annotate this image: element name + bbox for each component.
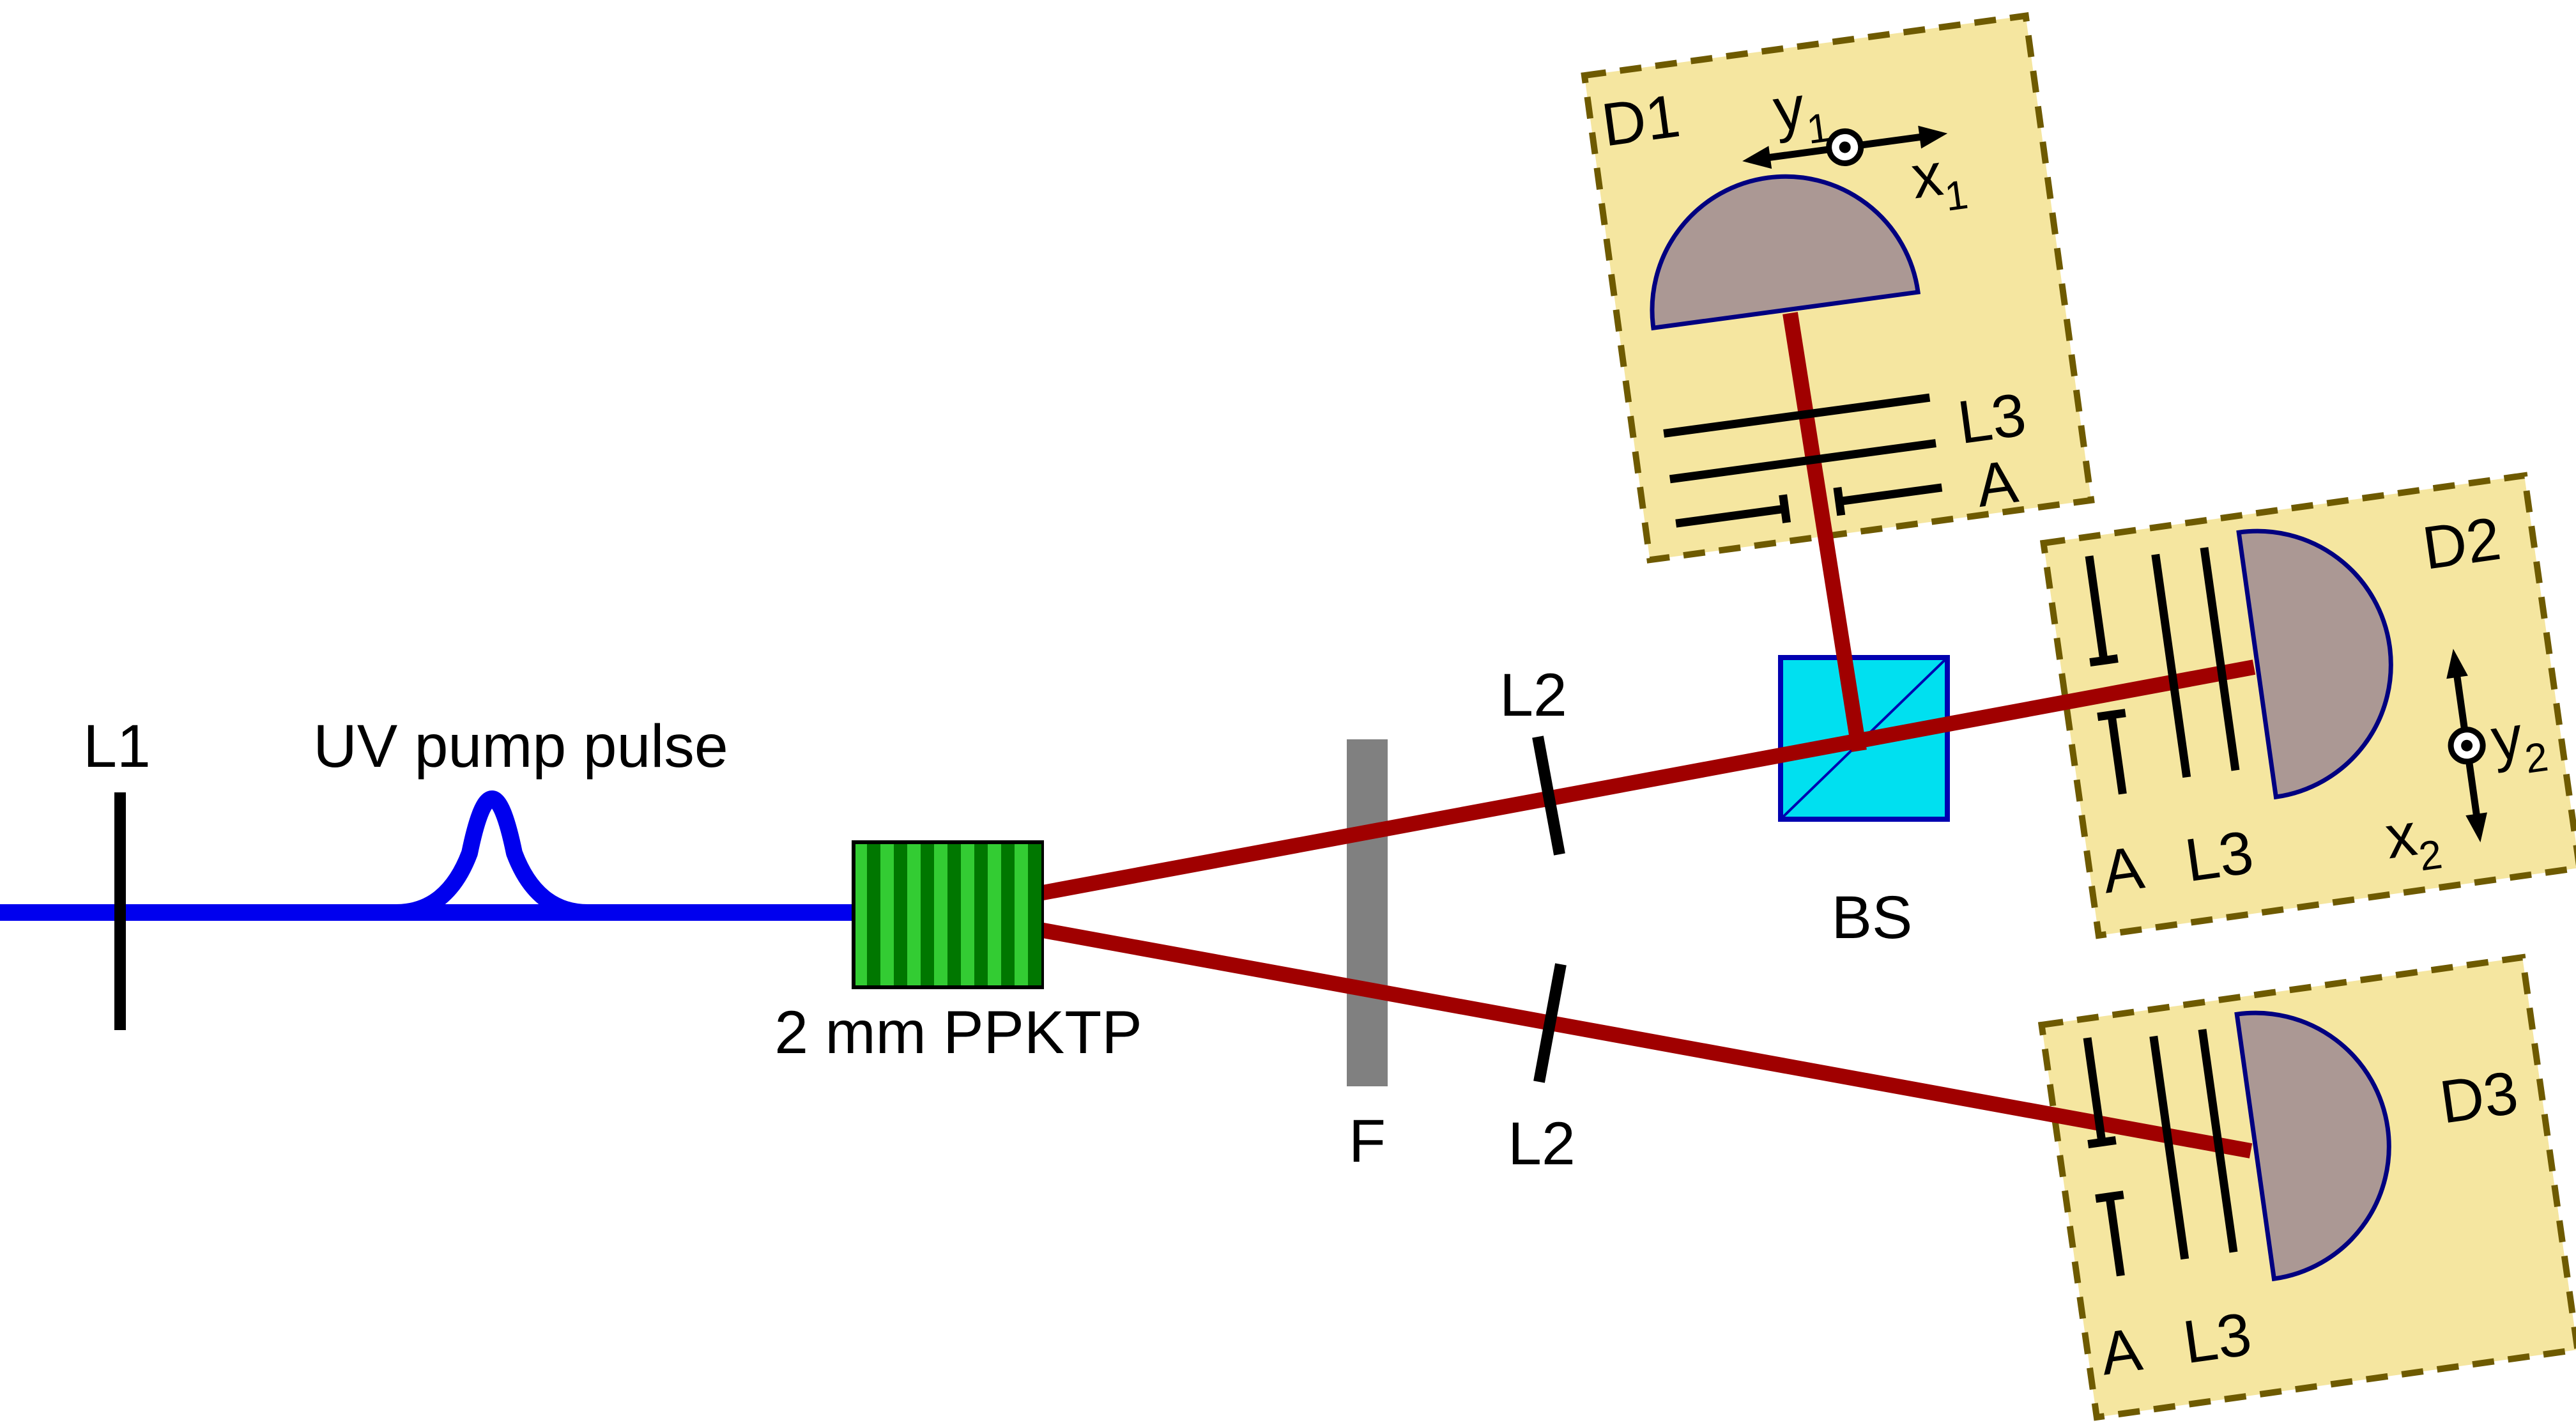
pump-pulse-label: UV pump pulse bbox=[313, 712, 728, 780]
filter-f bbox=[1347, 739, 1388, 1086]
detector-d3-label: D3 bbox=[2436, 1059, 2522, 1137]
crystal-stripe bbox=[974, 844, 988, 985]
detector-box-d1-contents: D1 y1 x1 L3 A bbox=[1598, 73, 2030, 528]
detector-d3-sensor bbox=[2234, 1010, 2391, 1282]
aperture-a-d1-label: A bbox=[1972, 447, 2022, 520]
crystal-stripe bbox=[894, 844, 907, 985]
reflected-beam-to-d1 bbox=[1782, 312, 1867, 752]
aperture-a-d2-label: A bbox=[2098, 834, 2148, 907]
lens-l2-lower-label: L2 bbox=[1508, 1110, 1575, 1178]
detector-d1-label: D1 bbox=[1598, 82, 1684, 159]
detector-d1-sensor bbox=[1650, 174, 1921, 331]
axis-out-of-plane-dot-y1 bbox=[1839, 141, 1851, 153]
crystal-stripe bbox=[1028, 844, 1041, 985]
axis-arrowhead-left-icon bbox=[1742, 146, 1772, 169]
axis-arrowhead-up-icon bbox=[2446, 649, 2468, 679]
axis-arrowhead-down-icon bbox=[2465, 812, 2487, 843]
beamsplitter-label: BS bbox=[1832, 884, 1913, 951]
lens-l2-upper-label: L2 bbox=[1499, 661, 1567, 729]
axis-out-of-plane-dot-y2 bbox=[2461, 739, 2473, 751]
aperture-a-d3-label: A bbox=[2096, 1316, 2146, 1389]
pump-pulse-shape bbox=[395, 790, 588, 921]
detector-box-d3-contents: D3 A L3 bbox=[2083, 1010, 2522, 1389]
detector-d2-label: D2 bbox=[2419, 505, 2505, 583]
filter-f-label: F bbox=[1349, 1107, 1386, 1175]
crystal-stripe bbox=[947, 844, 961, 985]
detector-d2-sensor bbox=[2236, 528, 2393, 800]
crystal-label: 2 mm PPKTP bbox=[774, 999, 1142, 1067]
aperture-a-d3 bbox=[2083, 1037, 2125, 1277]
idler-beam-lower bbox=[1020, 919, 2253, 1159]
aperture-a-d1 bbox=[1675, 483, 1943, 528]
crystal-stripe bbox=[1001, 844, 1015, 985]
lens-l2-lower bbox=[1533, 963, 1567, 1083]
lens-l3-d2-line1 bbox=[2151, 553, 2191, 778]
lens-l3-d3-line2 bbox=[2198, 1029, 2238, 1253]
lens-l3-d1-line2 bbox=[1669, 439, 1936, 484]
crystal-stripe bbox=[867, 844, 880, 985]
lens-l3-d1-line1 bbox=[1663, 393, 1931, 438]
crystal-stripe bbox=[921, 844, 934, 985]
ppktp-crystal bbox=[852, 840, 1044, 989]
axis-arrowhead-right-icon bbox=[1918, 125, 1948, 149]
lens-l3-d2-label: L3 bbox=[2181, 819, 2257, 895]
aperture-a-d2 bbox=[2085, 555, 2127, 795]
signal-beam-upper bbox=[1020, 659, 2256, 904]
lens-l3-d3-line1 bbox=[2149, 1035, 2189, 1260]
lens-l3-d2-line2 bbox=[2200, 547, 2240, 771]
lens-l3-d3-label: L3 bbox=[2179, 1300, 2255, 1377]
lens-l3-d1-label: L3 bbox=[1954, 381, 2030, 457]
lens-l1-label: L1 bbox=[83, 712, 151, 780]
lens-l2-upper bbox=[1532, 736, 1565, 856]
